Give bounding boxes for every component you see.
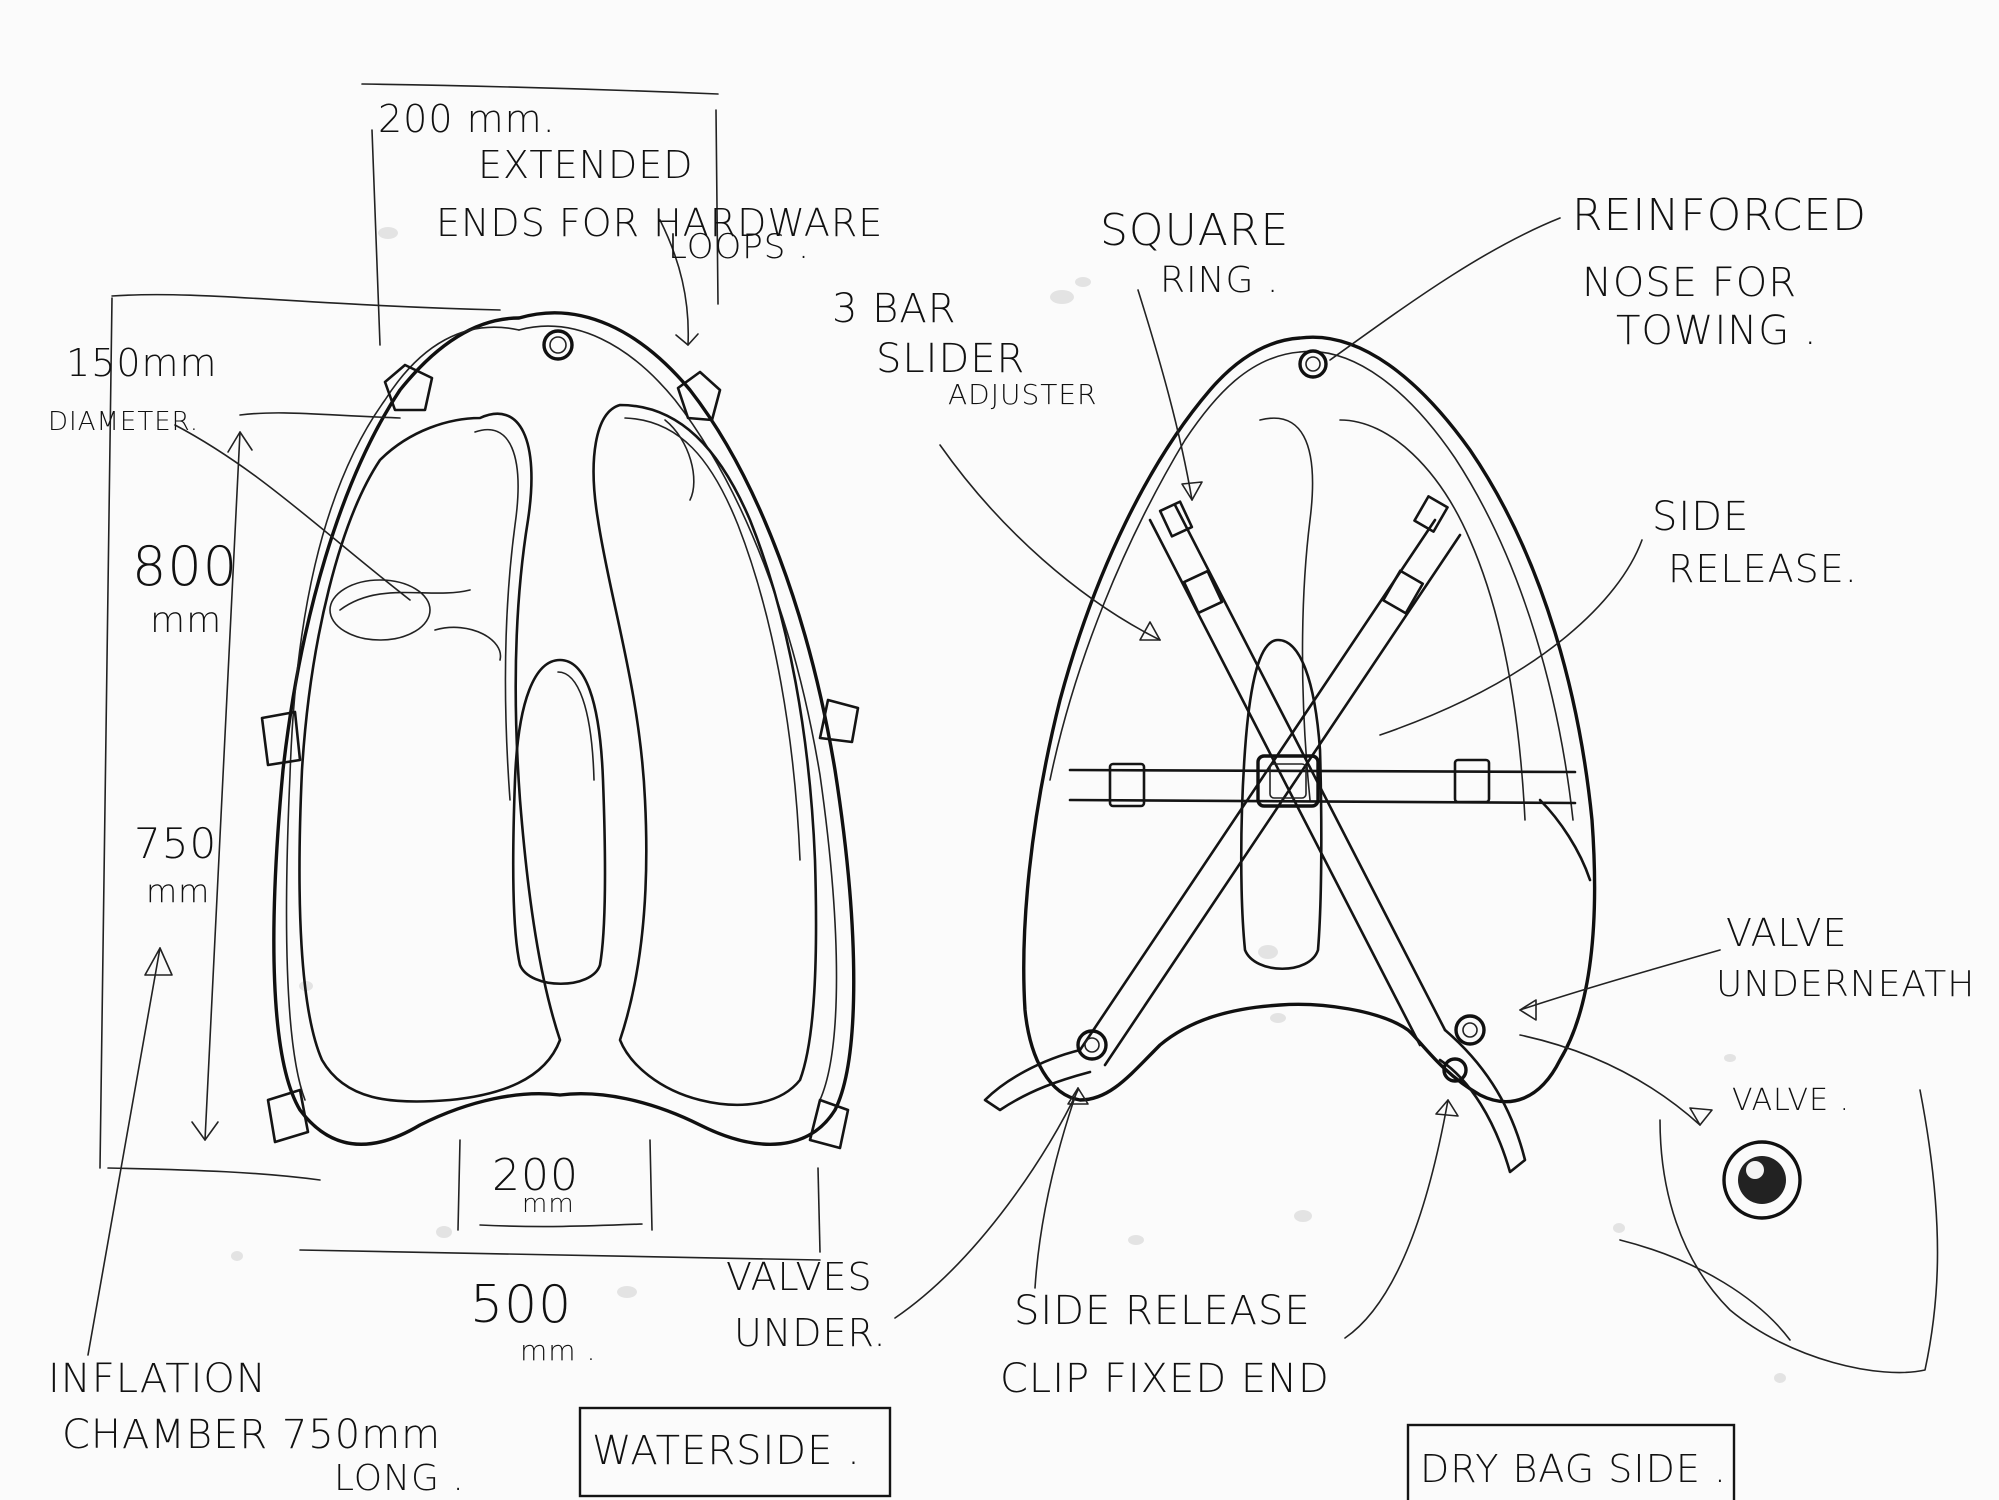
reinforced-line3: TOWING . (1616, 308, 1818, 354)
valve-underneath-line2: UNDERNEATH (1716, 964, 1975, 1005)
bar-slider-line1: 3 BAR (832, 286, 957, 332)
inflation-line3: LONG . (334, 1458, 465, 1499)
side-release-clip-line2: CLIP FIXED END (1000, 1356, 1330, 1402)
side-release-line2: RELEASE. (1668, 547, 1858, 591)
extended-line2: ENDS FOR HARDWARE (436, 201, 883, 245)
waterside-label: WATERSIDE . (592, 1428, 861, 1474)
dim-500-number: 500 (470, 1275, 572, 1335)
reinforced-line2: NOSE FOR (1582, 260, 1797, 306)
bar-slider-line2: SLIDER (876, 336, 1025, 382)
square-ring-line1: SQUARE (1100, 205, 1289, 256)
dim-500-unit: mm . (520, 1334, 596, 1367)
square-ring-line2: RING . (1160, 260, 1279, 301)
paper-smudges (231, 227, 1786, 1383)
diameter-line1: 150mm (66, 341, 218, 385)
extended-line3: LOOPS . (668, 227, 810, 267)
dim-200-bottom-number: 200 (492, 1150, 579, 1201)
side-release-line1: SIDE (1652, 494, 1749, 540)
valves-under-line2: UNDER. (734, 1311, 887, 1355)
dry-bag-leaders (939, 217, 1721, 1339)
dim-800-number: 800 (132, 535, 238, 598)
dim-200-bottom-unit: mm (522, 1189, 575, 1219)
diameter-line2: DIAMETER. (48, 407, 199, 437)
dry-bag-side-label: DRY BAG SIDE . (1420, 1447, 1727, 1491)
reinforced-line1: REINFORCED (1572, 190, 1867, 241)
dim-800-unit: mm (150, 600, 222, 641)
dry-bag-board (983, 335, 1597, 1174)
dim-top-label: 200 mm. (378, 97, 556, 141)
waterside-board (260, 311, 860, 1150)
dry-bag-label-box (1406, 1423, 1736, 1500)
dim-750-number: 750 (134, 819, 217, 868)
valve-underneath-line1: VALVE (1726, 911, 1848, 955)
bar-slider-line3: ADJUSTER (948, 378, 1098, 411)
valves-under-line1: VALVES (726, 1255, 873, 1299)
inflation-line2: CHAMBER 750mm (62, 1412, 441, 1458)
inflation-line1: INFLATION (48, 1356, 267, 1402)
side-release-clip-line1: SIDE RELEASE (1014, 1288, 1311, 1334)
dim-750-unit: mm (146, 872, 210, 910)
extended-line1: EXTENDED (478, 143, 694, 187)
valve-label: VALVE . (1732, 1083, 1850, 1118)
waterside-dimensions (87, 83, 1079, 1356)
waterside-label-box (578, 1406, 892, 1498)
valve-detail-sketch (1619, 1089, 1939, 1374)
